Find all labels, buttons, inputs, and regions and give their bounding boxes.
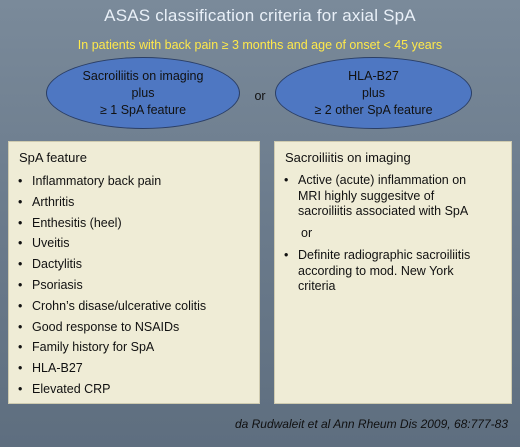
list-item-label: Enthesitis (heel) xyxy=(32,215,122,230)
list-item: • Good response to NSAIDs xyxy=(17,317,206,338)
imaging-arm-ellipse: Sacroiliitis on imaging plus ≥ 1 SpA fea… xyxy=(46,57,240,129)
criterion-line: criteria xyxy=(298,279,336,293)
list-item: • Crohn’s disase/ulcerative colitis xyxy=(17,296,206,317)
bullet-icon: • xyxy=(18,257,23,272)
list-item: • Enthesitis (heel) xyxy=(17,213,206,234)
list-item: • Dactylitis xyxy=(17,254,206,275)
bullet-icon: • xyxy=(284,173,289,187)
clinical-arm-ellipse: HLA-B27 plus ≥ 2 other SpA feature xyxy=(275,57,472,129)
list-item-label: Psoriasis xyxy=(32,277,83,292)
citation: da Rudwaleit et al Ann Rheum Dis 2009, 6… xyxy=(234,417,508,431)
mri-criterion: • Active (acute) inflammation on MRI hig… xyxy=(283,173,503,220)
bullet-icon: • xyxy=(18,361,23,376)
list-item: • HLA-B27 xyxy=(17,358,206,379)
ellipse-line: Sacroiliitis on imaging xyxy=(82,68,204,83)
list-item-label: Elevated CRP xyxy=(32,381,111,396)
list-item-label: Uveitis xyxy=(32,236,70,251)
or-connector: or xyxy=(254,89,266,103)
ellipse-line: ≥ 1 SpA feature xyxy=(99,102,187,117)
list-item: • Family history for SpA xyxy=(17,337,206,358)
list-item: • Uveitis xyxy=(17,233,206,254)
bullet-icon: • xyxy=(18,194,23,209)
criterion-line: Active (acute) inflammation on xyxy=(298,173,467,187)
list-item-label: Inflammatory back pain xyxy=(32,174,162,188)
bullet-icon: • xyxy=(284,248,289,262)
bullet-icon: • xyxy=(18,236,23,251)
or-separator: or xyxy=(301,226,313,240)
bullet-icon: • xyxy=(18,340,23,355)
bullet-icon: • xyxy=(18,174,23,188)
bullet-icon: • xyxy=(18,381,23,396)
bullet-icon: • xyxy=(18,277,23,292)
criterion-line: Definite radiographic sacroiliitis xyxy=(298,248,471,262)
sacroiliitis-title: Sacroiliitis on imaging xyxy=(285,150,411,165)
radiographic-criterion: • Definite radiographic sacroiliitis acc… xyxy=(283,248,503,295)
list-item: • Elevated CRP xyxy=(17,379,206,400)
list-item: • Arthritis xyxy=(17,192,206,213)
criterion-line: according to mod. New York xyxy=(298,263,454,278)
list-item-label: Dactylitis xyxy=(32,257,83,272)
ellipse-line: ≥ 2 other SpA feature xyxy=(314,102,433,117)
spa-feature-title: SpA feature xyxy=(19,150,87,165)
ellipse-line: plus xyxy=(131,85,155,100)
bullet-icon: • xyxy=(18,319,23,334)
ellipse-line: plus xyxy=(362,85,385,100)
slide-title: ASAS classification criteria for axial S… xyxy=(104,6,416,25)
ellipse-line: HLA-B27 xyxy=(348,68,399,83)
list-item-label: Good response to NSAIDs xyxy=(32,319,180,334)
list-item-label: HLA-B27 xyxy=(32,361,83,376)
list-item-label: Family history for SpA xyxy=(32,340,155,355)
list-item-label: Arthritis xyxy=(32,194,75,209)
sacroiliitis-box: Sacroiliitis on imaging • Active (acute)… xyxy=(274,141,512,404)
list-item: • Inflammatory back pain xyxy=(17,171,206,192)
criterion-line: sacroiliitis associated with SpA xyxy=(298,204,469,218)
list-item-label: Crohn’s disase/ulcerative colitis xyxy=(32,298,207,313)
spa-feature-box: SpA feature • Inflammatory back pain • Art… xyxy=(8,141,260,404)
bullet-icon: • xyxy=(18,215,23,230)
bullet-icon: • xyxy=(18,298,23,313)
list-item: • Psoriasis xyxy=(17,275,206,296)
criterion-line: MRI highly suggesitve of xyxy=(298,188,435,203)
slide-subtitle: In patients with back pain ≥ 3 months an… xyxy=(77,38,443,52)
spa-feature-list: • Inflammatory back pain • Arthritis • Enth… xyxy=(17,171,206,400)
